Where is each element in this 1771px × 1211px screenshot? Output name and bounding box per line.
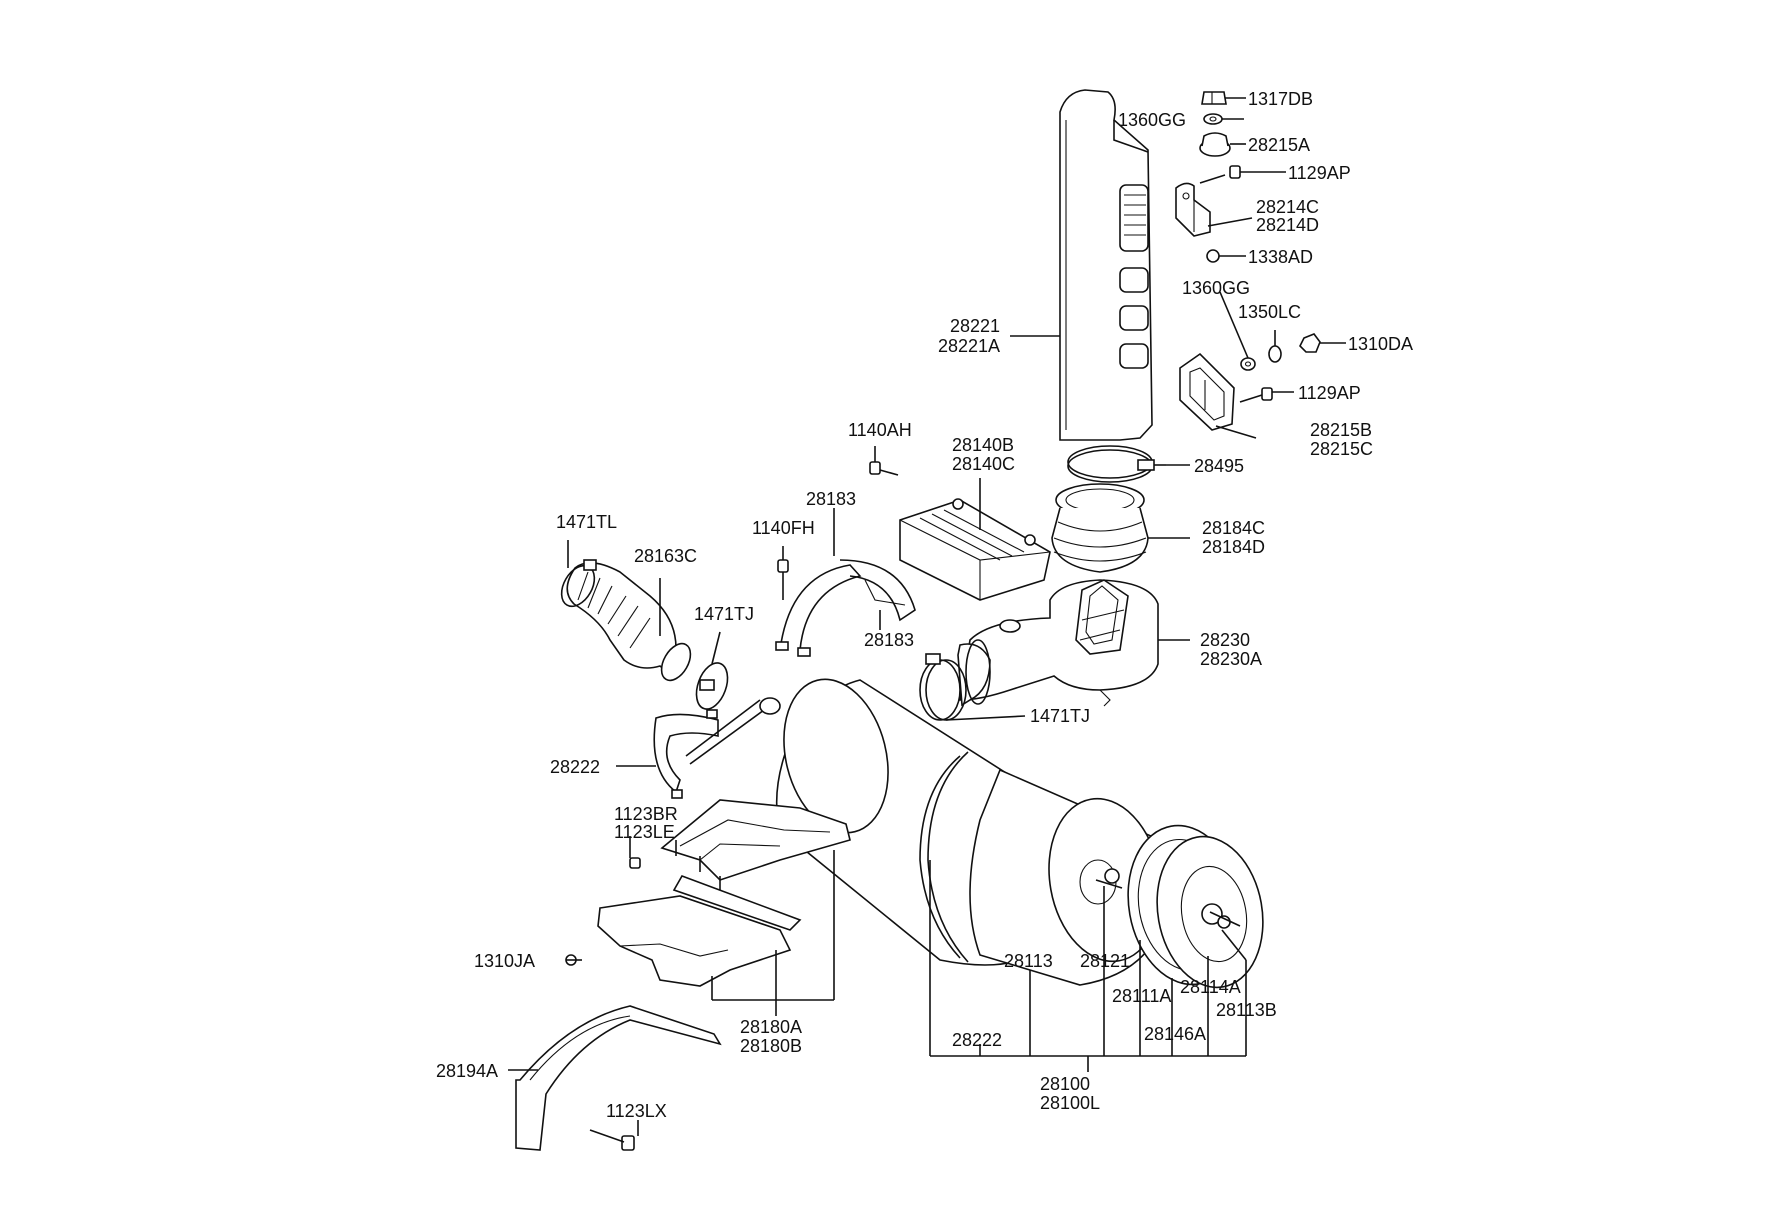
part-label-28183-bottom: 28183: [864, 630, 914, 650]
part-label-28180B: 28180B: [740, 1036, 802, 1056]
part-label-28215C: 28215C: [1310, 439, 1373, 459]
part-label-1123LE: 1123LE: [614, 822, 675, 842]
part-label-28113: 28113: [1004, 951, 1053, 971]
part-label-1140AH: 1140AH: [848, 420, 912, 440]
part-label-28221A: 28221A: [938, 336, 1000, 356]
part-label-28184C: 28184C: [1202, 518, 1265, 538]
part-label-28222-left: 28222: [550, 757, 600, 777]
part-label-28214D: 28214D: [1256, 215, 1319, 235]
part-label-28194A: 28194A: [436, 1061, 498, 1081]
part-label-28495: 28495: [1194, 456, 1244, 476]
part-label-28114A: 28114A: [1180, 977, 1241, 997]
elbow-duct-drawing: [653, 697, 781, 799]
intake-boot-drawing: [1051, 483, 1149, 573]
part-label-28183-top: 28183: [806, 489, 856, 509]
part-label-1310DA: 1310DA: [1348, 334, 1413, 354]
snorkel-bracket-hardware-drawing: [1175, 91, 1321, 431]
part-label-28111A: 28111A: [1112, 986, 1171, 1006]
part-label-1123LX: 1123LX: [606, 1101, 667, 1121]
part-label-1471TJ-right: 1471TJ: [1030, 706, 1090, 726]
air-cleaner-housing-drawing: [775, 678, 1169, 986]
part-label-1471TJ-left: 1471TJ: [694, 604, 754, 624]
part-label-1360GG-mid: 1360GG: [1182, 278, 1250, 298]
part-label-28113B: 28113B: [1216, 1000, 1277, 1020]
cleaner-tray-drawing: [597, 799, 851, 987]
part-label-28121: 28121: [1080, 951, 1130, 971]
part-label-28100: 28100: [1040, 1074, 1090, 1094]
part-label-28230A: 28230A: [1200, 649, 1262, 669]
leader-lines: [508, 97, 1346, 1136]
part-label-28140C: 28140C: [952, 454, 1015, 474]
part-label-1360GG-top: 1360GG: [1118, 110, 1186, 130]
cleaner-cover-drawing: [1127, 824, 1264, 989]
part-label-28180A: 28180A: [740, 1017, 802, 1037]
support-strap-drawing: [775, 559, 916, 657]
part-label-28222-bottom: 28222: [952, 1030, 1002, 1050]
part-label-1310JA: 1310JA: [474, 951, 535, 971]
part-label-28215A: 28215A: [1248, 135, 1310, 155]
part-label-28146A: 28146A: [1144, 1024, 1206, 1044]
duct-cover-drawing: [869, 461, 1051, 601]
part-label-28214C: 28214C: [1256, 197, 1319, 217]
part-label-28215B: 28215B: [1310, 420, 1372, 440]
part-label-28100L: 28100L: [1040, 1093, 1100, 1113]
part-label-28163C: 28163C: [634, 546, 697, 566]
intake-hose-drawing: [560, 559, 729, 710]
part-label-28221: 28221: [950, 316, 1000, 336]
part-labels: 1317DB 1360GG 28215A 1129AP 28214C 28214…: [436, 89, 1413, 1121]
support-strap-long-drawing: [515, 1005, 722, 1151]
clamp-ring-drawing: [1067, 445, 1166, 483]
part-label-1129AP-bottom: 1129AP: [1298, 383, 1361, 403]
part-label-28140B: 28140B: [952, 435, 1014, 455]
part-label-28184D: 28184D: [1202, 537, 1265, 557]
part-label-1471TL: 1471TL: [556, 512, 617, 532]
part-label-1123BR: 1123BR: [614, 804, 678, 824]
intake-snorkel-drawing: [1059, 89, 1153, 441]
part-label-1129AP-top: 1129AP: [1288, 163, 1351, 183]
part-label-1317DB: 1317DB: [1248, 89, 1313, 109]
part-label-28230: 28230: [1200, 630, 1250, 650]
part-label-1338AD: 1338AD: [1248, 247, 1313, 267]
air-cleaner-body-drawing: [957, 579, 1159, 707]
part-label-1350LC: 1350LC: [1238, 302, 1301, 322]
part-label-1140FH: 1140FH: [752, 518, 815, 538]
